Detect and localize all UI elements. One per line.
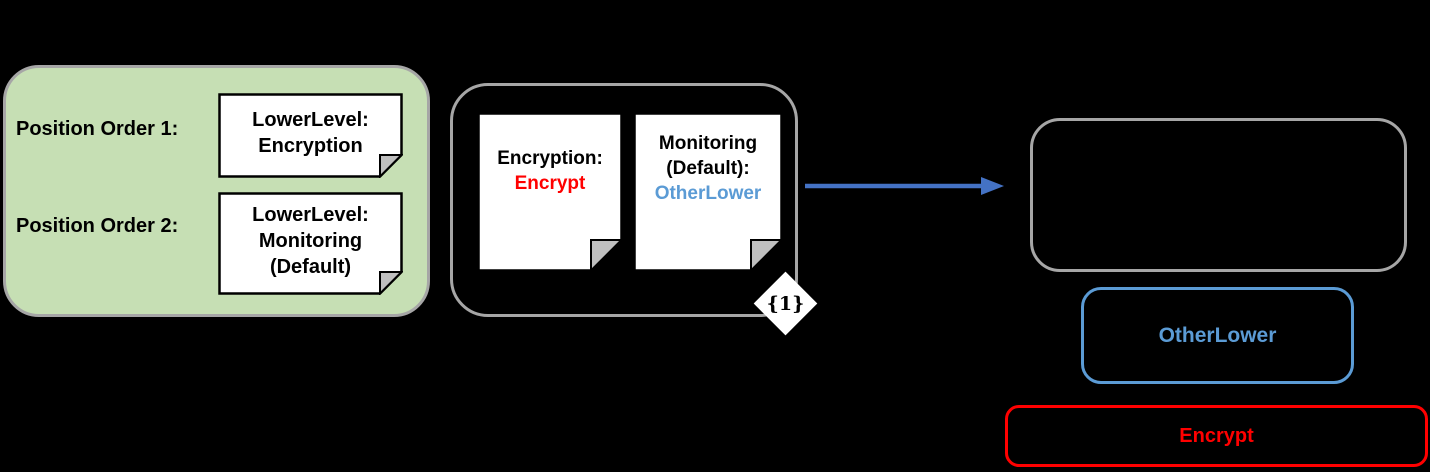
position-order-1-label: Position Order 1: — [16, 118, 179, 140]
note-line: (Default) — [269, 255, 352, 278]
note-line: LowerLevel: — [252, 203, 369, 226]
position-order-2-label: Position Order 2: — [16, 215, 179, 237]
encrypt-box-label: Encrypt — [1179, 424, 1254, 447]
note-lowerlevel-monitoring: LowerLevel: Monitoring (Default) — [218, 192, 403, 295]
note-title: Encryption: — [497, 148, 603, 169]
note-encryption-encrypt: Encryption: Encrypt — [477, 112, 623, 272]
folded-note-icon — [218, 93, 403, 178]
note-monitoring-otherlower: Monitoring (Default): OtherLower — [633, 112, 783, 272]
result-container-box — [1030, 118, 1407, 272]
note-title: Monitoring — [658, 133, 758, 154]
note-value-otherlower: OtherLower — [654, 183, 762, 204]
note-title: (Default): — [666, 158, 750, 179]
note-value-encrypt: Encrypt — [514, 173, 586, 194]
folded-note-icon — [477, 112, 623, 272]
folded-note-icon — [633, 112, 783, 272]
otherlower-box: OtherLower — [1081, 287, 1354, 384]
multiplicity-badge-label: {1} — [766, 292, 805, 315]
otherlower-box-label: OtherLower — [1158, 323, 1277, 347]
note-line: Encryption — [258, 134, 363, 157]
note-line: Monitoring — [258, 229, 363, 252]
encrypt-box: Encrypt — [1005, 405, 1428, 467]
right-arrow-icon — [805, 177, 1004, 195]
folded-note-icon — [218, 192, 403, 295]
note-lowerlevel-encryption: LowerLevel: Encryption — [218, 93, 403, 178]
note-line: LowerLevel: — [252, 108, 369, 131]
multiplicity-badge: {1} — [753, 271, 818, 336]
